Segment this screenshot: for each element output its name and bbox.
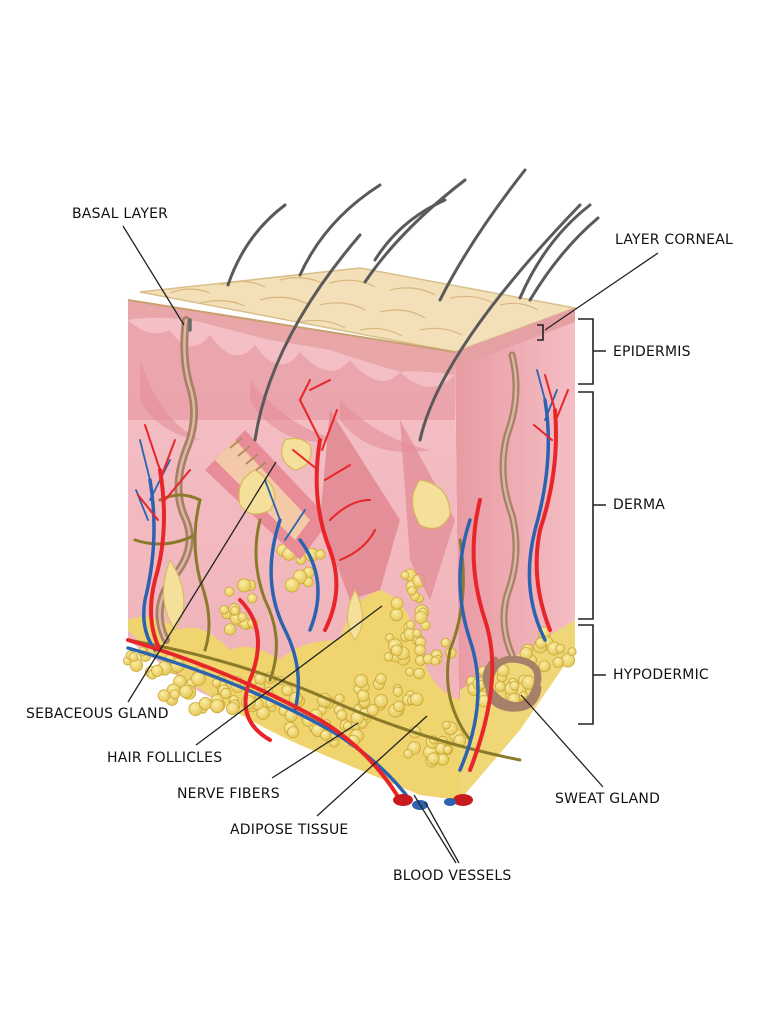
fat-cell — [284, 577, 300, 593]
derma-bracket — [578, 391, 606, 620]
fat-cell — [179, 684, 193, 699]
fat-cell — [220, 687, 232, 700]
fat-cell — [375, 673, 387, 685]
label-derma: DERMA — [613, 497, 666, 513]
fat-cell — [210, 698, 225, 714]
fat-cell — [509, 680, 520, 691]
leader-sweat-gland — [520, 694, 604, 788]
fat-cell — [237, 612, 248, 622]
fat-cell — [403, 749, 413, 759]
fat-cell — [354, 674, 369, 689]
fat-cell — [374, 694, 389, 708]
fat-cell — [224, 623, 237, 636]
label-sweat-gland: SWEAT GLAND — [555, 791, 661, 807]
fat-cell — [247, 593, 258, 604]
label-nerve-fibers: NERVE FIBERS — [177, 786, 280, 802]
fat-cell — [552, 656, 564, 668]
label-hypodermic: HYPODERMIC — [613, 667, 709, 683]
fat-cell — [414, 611, 428, 624]
fat-cell — [412, 628, 422, 638]
layer-brackets — [537, 318, 606, 725]
fat-cell — [320, 729, 332, 741]
leader-basal-layer — [122, 225, 185, 326]
leader-blood-vessels-2 — [424, 801, 460, 864]
arteries — [126, 408, 558, 802]
fat-cell — [567, 647, 577, 657]
side-epidermis-band — [455, 308, 575, 368]
hairs — [226, 168, 600, 442]
fat-cell — [393, 700, 405, 713]
fat-cell — [555, 643, 566, 654]
veins — [126, 398, 551, 802]
nerve-fibers — [126, 493, 522, 762]
fat-cell — [286, 726, 300, 739]
sebaceous-glands — [238, 437, 451, 529]
front-epidermis-band — [128, 300, 455, 375]
vein-branches — [135, 369, 558, 541]
label-blood-vessels: BLOOD VESSELS — [393, 868, 512, 884]
leader-sebaceous-gland — [127, 461, 277, 703]
fat-cell — [157, 689, 171, 702]
fat-cell — [440, 637, 451, 648]
fat-cell — [392, 686, 403, 697]
label-layer-corneal: LAYER CORNEAL — [615, 232, 734, 248]
fat-cell — [430, 656, 440, 666]
fat-cell — [414, 644, 426, 656]
artery-branches — [137, 374, 569, 561]
fat-cell — [390, 597, 404, 610]
fat-cell — [256, 706, 270, 720]
label-epidermis: EPIDERMIS — [613, 344, 691, 360]
fat-cell — [443, 745, 453, 755]
leader-lines — [122, 225, 659, 864]
fat-cell — [407, 586, 417, 596]
fat-cell — [219, 604, 229, 615]
leader-hair-follicles — [195, 605, 383, 746]
fat-cell — [427, 752, 440, 765]
hypodermic-bracket — [578, 624, 606, 725]
leader-nerve-fibers — [271, 722, 359, 779]
fat-cell — [405, 667, 415, 677]
fat-cell — [357, 689, 370, 702]
fat-cell — [389, 608, 404, 622]
label-adipose-tissue: ADIPOSE TISSUE — [230, 822, 349, 838]
fat-cell — [410, 692, 424, 707]
fat-cell — [442, 720, 451, 730]
fat-cell — [494, 681, 506, 692]
label-hair-follicles: HAIR FOLLICLES — [107, 750, 223, 766]
fat-cell — [128, 652, 139, 662]
epidermis-bracket — [578, 318, 606, 385]
fat-cell — [198, 697, 212, 711]
fat-cell — [226, 702, 240, 716]
leader-adipose-tissue — [316, 715, 428, 817]
fat-cell — [281, 684, 293, 697]
corneal-cells — [169, 277, 539, 337]
leader-layer-corneal — [544, 252, 659, 331]
fat-cell — [366, 704, 379, 717]
fat-cell — [336, 709, 348, 721]
fat-cell — [538, 660, 551, 673]
corneal-bracket — [537, 324, 544, 341]
fat-cell — [383, 652, 394, 662]
fat-cell — [406, 620, 416, 630]
fat-cell — [400, 570, 410, 580]
label-sebaceous-gland: SEBACEOUS GLAND — [26, 706, 169, 722]
fat-cell — [237, 578, 252, 593]
fat-cell — [224, 586, 235, 597]
label-basal-layer: BASAL LAYER — [72, 206, 169, 222]
fat-cell — [390, 644, 403, 657]
fat-cell — [151, 664, 164, 677]
fat-cell — [230, 605, 240, 616]
dermal-papillae — [128, 320, 455, 452]
fat-cell — [315, 549, 326, 560]
leader-blood-vessels-1 — [413, 794, 457, 864]
fat-cell — [413, 667, 425, 680]
fat-cell — [169, 689, 180, 700]
